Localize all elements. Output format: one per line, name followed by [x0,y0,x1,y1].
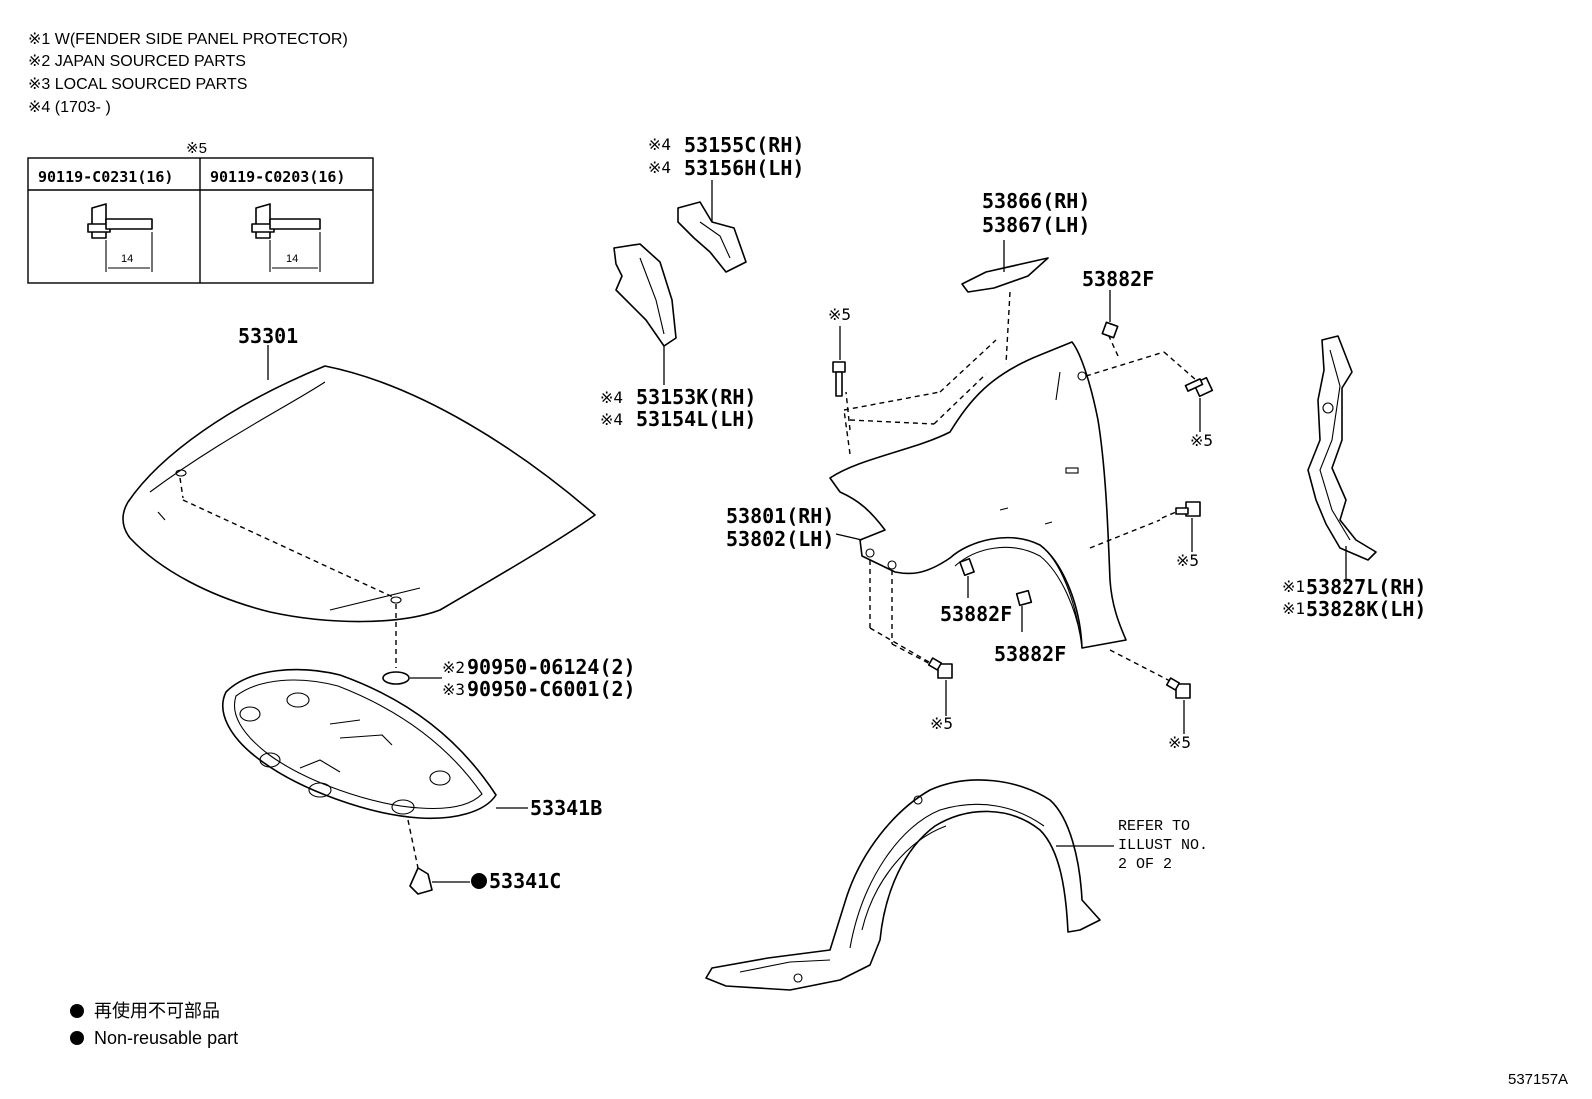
bolt-mark-4: ※5 [930,714,953,733]
legend: 再使用不可部品 Non-reusable part [70,1001,238,1048]
fender-protector [1307,335,1377,561]
callout-fender-trim-rh: 53866(RH) [982,189,1090,213]
legend-en: Non-reusable part [94,1028,238,1048]
bracket-lower [613,243,677,347]
callout-clip-f-1: 53882F [1082,267,1154,291]
note-4: ※4 (1703- ) [28,99,111,116]
bolt-icon [251,203,321,272]
hood-insulator [222,668,497,820]
callout-hood-insulator: 53341B [530,796,602,820]
bolt-dim-1: 14 [121,253,133,265]
callout-protector-rh: 53827L(RH) [1306,575,1426,599]
clip-icon [1101,321,1119,339]
seal-1-mark: ※2 [442,658,465,677]
clip-icon [959,557,975,577]
callout-clip-f-2: 53882F [940,602,1012,626]
bolt-dim-2: 14 [286,253,298,265]
hood [122,365,596,668]
bolt-table-marker: ※5 [186,140,207,157]
callout-hood: 53301 [238,324,298,348]
bracket-lower-mark-2: ※4 [600,410,623,429]
bolt-part-2: 90119-C0203(16) [210,168,345,186]
bolt-mark-1: ※5 [828,305,851,324]
callout-fender-trim-lh: 53867(LH) [982,213,1090,237]
callout-bracket-lower-rh: 53153K(RH) [636,385,756,409]
callout-bracket-lower-lh: 53154L(LH) [636,407,756,431]
seal-icon [382,671,410,685]
protector-mark-1: ※1 [1282,577,1305,596]
bolt-mark-5: ※5 [1168,733,1191,752]
clip-icon [1015,589,1033,607]
callout-clip: 53341C [489,869,561,893]
bracket-upper-mark-2: ※4 [648,158,671,177]
non-reusable-dot [471,873,487,889]
legend-jp: 再使用不可部品 [94,1001,220,1021]
figure-id: 537157A [1508,1071,1568,1088]
bracket-lower-mark-1: ※4 [600,388,623,407]
bolt-icon [1184,376,1214,398]
bolt-part-1: 90119-C0231(16) [38,168,173,186]
note-1: ※1 W(FENDER SIDE PANEL PROTECTOR) [28,31,348,48]
bolt-icon [927,657,953,679]
legend-dot [70,1004,84,1018]
note-3: ※3 LOCAL SOURCED PARTS [28,76,247,93]
refer-line-3: 2 OF 2 [1118,856,1172,873]
callout-seal-1: 90950-06124(2) [467,655,636,679]
bolt-icon [87,203,153,272]
bolt-icon [832,361,846,397]
callout-bracket-upper-lh: 53156H(LH) [684,156,804,180]
front-fender [829,341,1127,649]
callout-bracket-upper-rh: 53155C(RH) [684,133,804,157]
clip-icon [409,867,433,895]
callout-fender-rh: 53801(RH) [726,504,834,528]
seal-2-mark: ※3 [442,680,465,699]
bracket-upper [677,201,747,273]
fender-trim [961,257,1049,293]
legend-dot [70,1031,84,1045]
callout-seal-2: 90950-C6001(2) [467,677,636,701]
bolt-icon [1175,501,1201,517]
refer-line-2: ILLUST NO. [1118,837,1208,854]
callout-protector-lh: 53828K(LH) [1306,597,1426,621]
callout-clip-f-3: 53882F [994,642,1066,666]
refer-line-1: REFER TO [1118,818,1190,835]
bolt-table: ※5 90119-C0231(16) 90119-C0203(16) 14 14 [27,140,374,284]
fender-liner [705,779,1101,991]
bolt-icon [1165,677,1191,699]
bolt-mark-2: ※5 [1190,431,1213,450]
note-2: ※2 JAPAN SOURCED PARTS [28,53,246,70]
bolt-mark-3: ※5 [1176,551,1199,570]
bracket-upper-mark-1: ※4 [648,135,671,154]
notes-block: ※1 W(FENDER SIDE PANEL PROTECTOR) ※2 JAP… [28,31,348,116]
protector-mark-2: ※1 [1282,599,1305,618]
callout-fender-lh: 53802(LH) [726,527,834,551]
